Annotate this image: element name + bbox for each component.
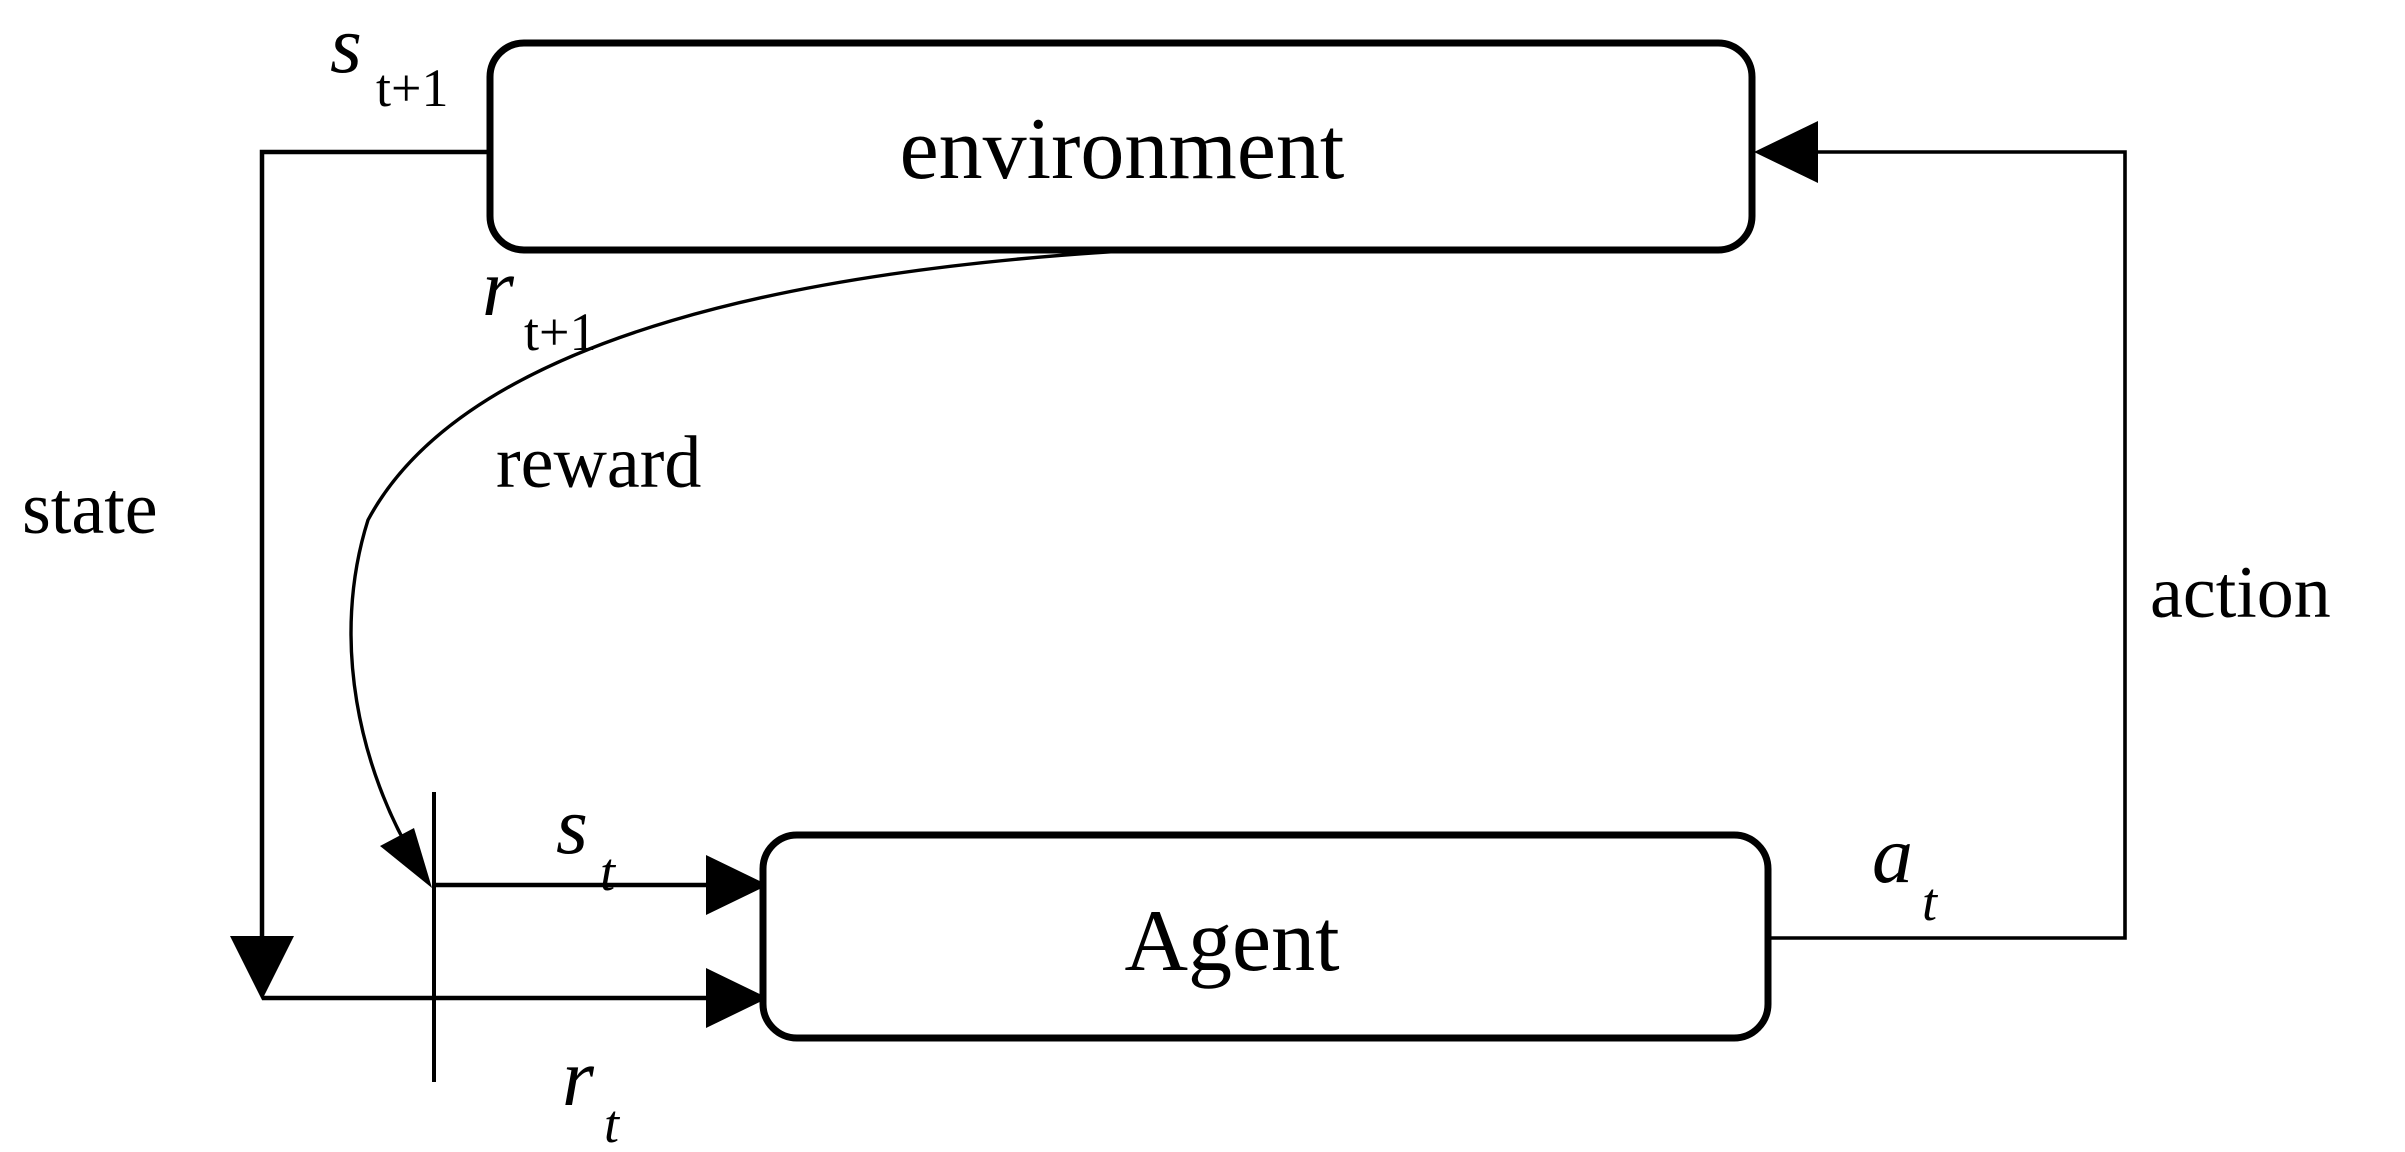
reward-edge-label: reward	[496, 422, 701, 504]
reward-curve-arrowhead-icon	[380, 828, 432, 888]
environment-node-label: environment	[900, 101, 1345, 198]
state-input-arrowhead-icon	[706, 855, 768, 915]
environment-node[interactable]	[486, 39, 1756, 254]
symbol-r-t-subscript: t	[604, 1094, 621, 1152]
action-path	[1768, 150, 2127, 940]
state-feedback-path	[259, 149, 490, 972]
symbol-s-next: s t+1	[330, 0, 448, 118]
agent-node[interactable]	[759, 831, 1772, 1042]
symbol-a-t-base: a	[1872, 809, 1913, 900]
symbol-s-t-subscript: t	[600, 842, 617, 902]
symbol-s-next-subscript: t+1	[376, 58, 448, 118]
symbol-r-t: r t	[562, 1032, 621, 1152]
action-edge-label: action	[2150, 552, 2331, 634]
symbol-a-t-subscript: t	[1922, 872, 1939, 932]
symbol-r-next: r t+1	[482, 242, 596, 362]
state-edge-label: state	[22, 468, 158, 550]
reward-curve-path	[349, 248, 1141, 863]
symbol-r-t-base: r	[562, 1032, 595, 1123]
reward-input-arrowhead-icon	[706, 968, 768, 1028]
symbol-r-next-subscript: t+1	[524, 302, 596, 362]
symbol-s-t-base: s	[556, 780, 588, 871]
symbol-a-t: a t	[1872, 809, 1939, 932]
symbol-s-next-base: s	[330, 0, 362, 90]
action-arrowhead-icon	[1754, 121, 1818, 183]
symbol-s-t: s t	[556, 780, 617, 902]
agent-node-label: Agent	[1124, 893, 1339, 990]
symbol-r-next-base: r	[482, 242, 515, 333]
state-arrowhead-icon	[230, 936, 294, 1000]
